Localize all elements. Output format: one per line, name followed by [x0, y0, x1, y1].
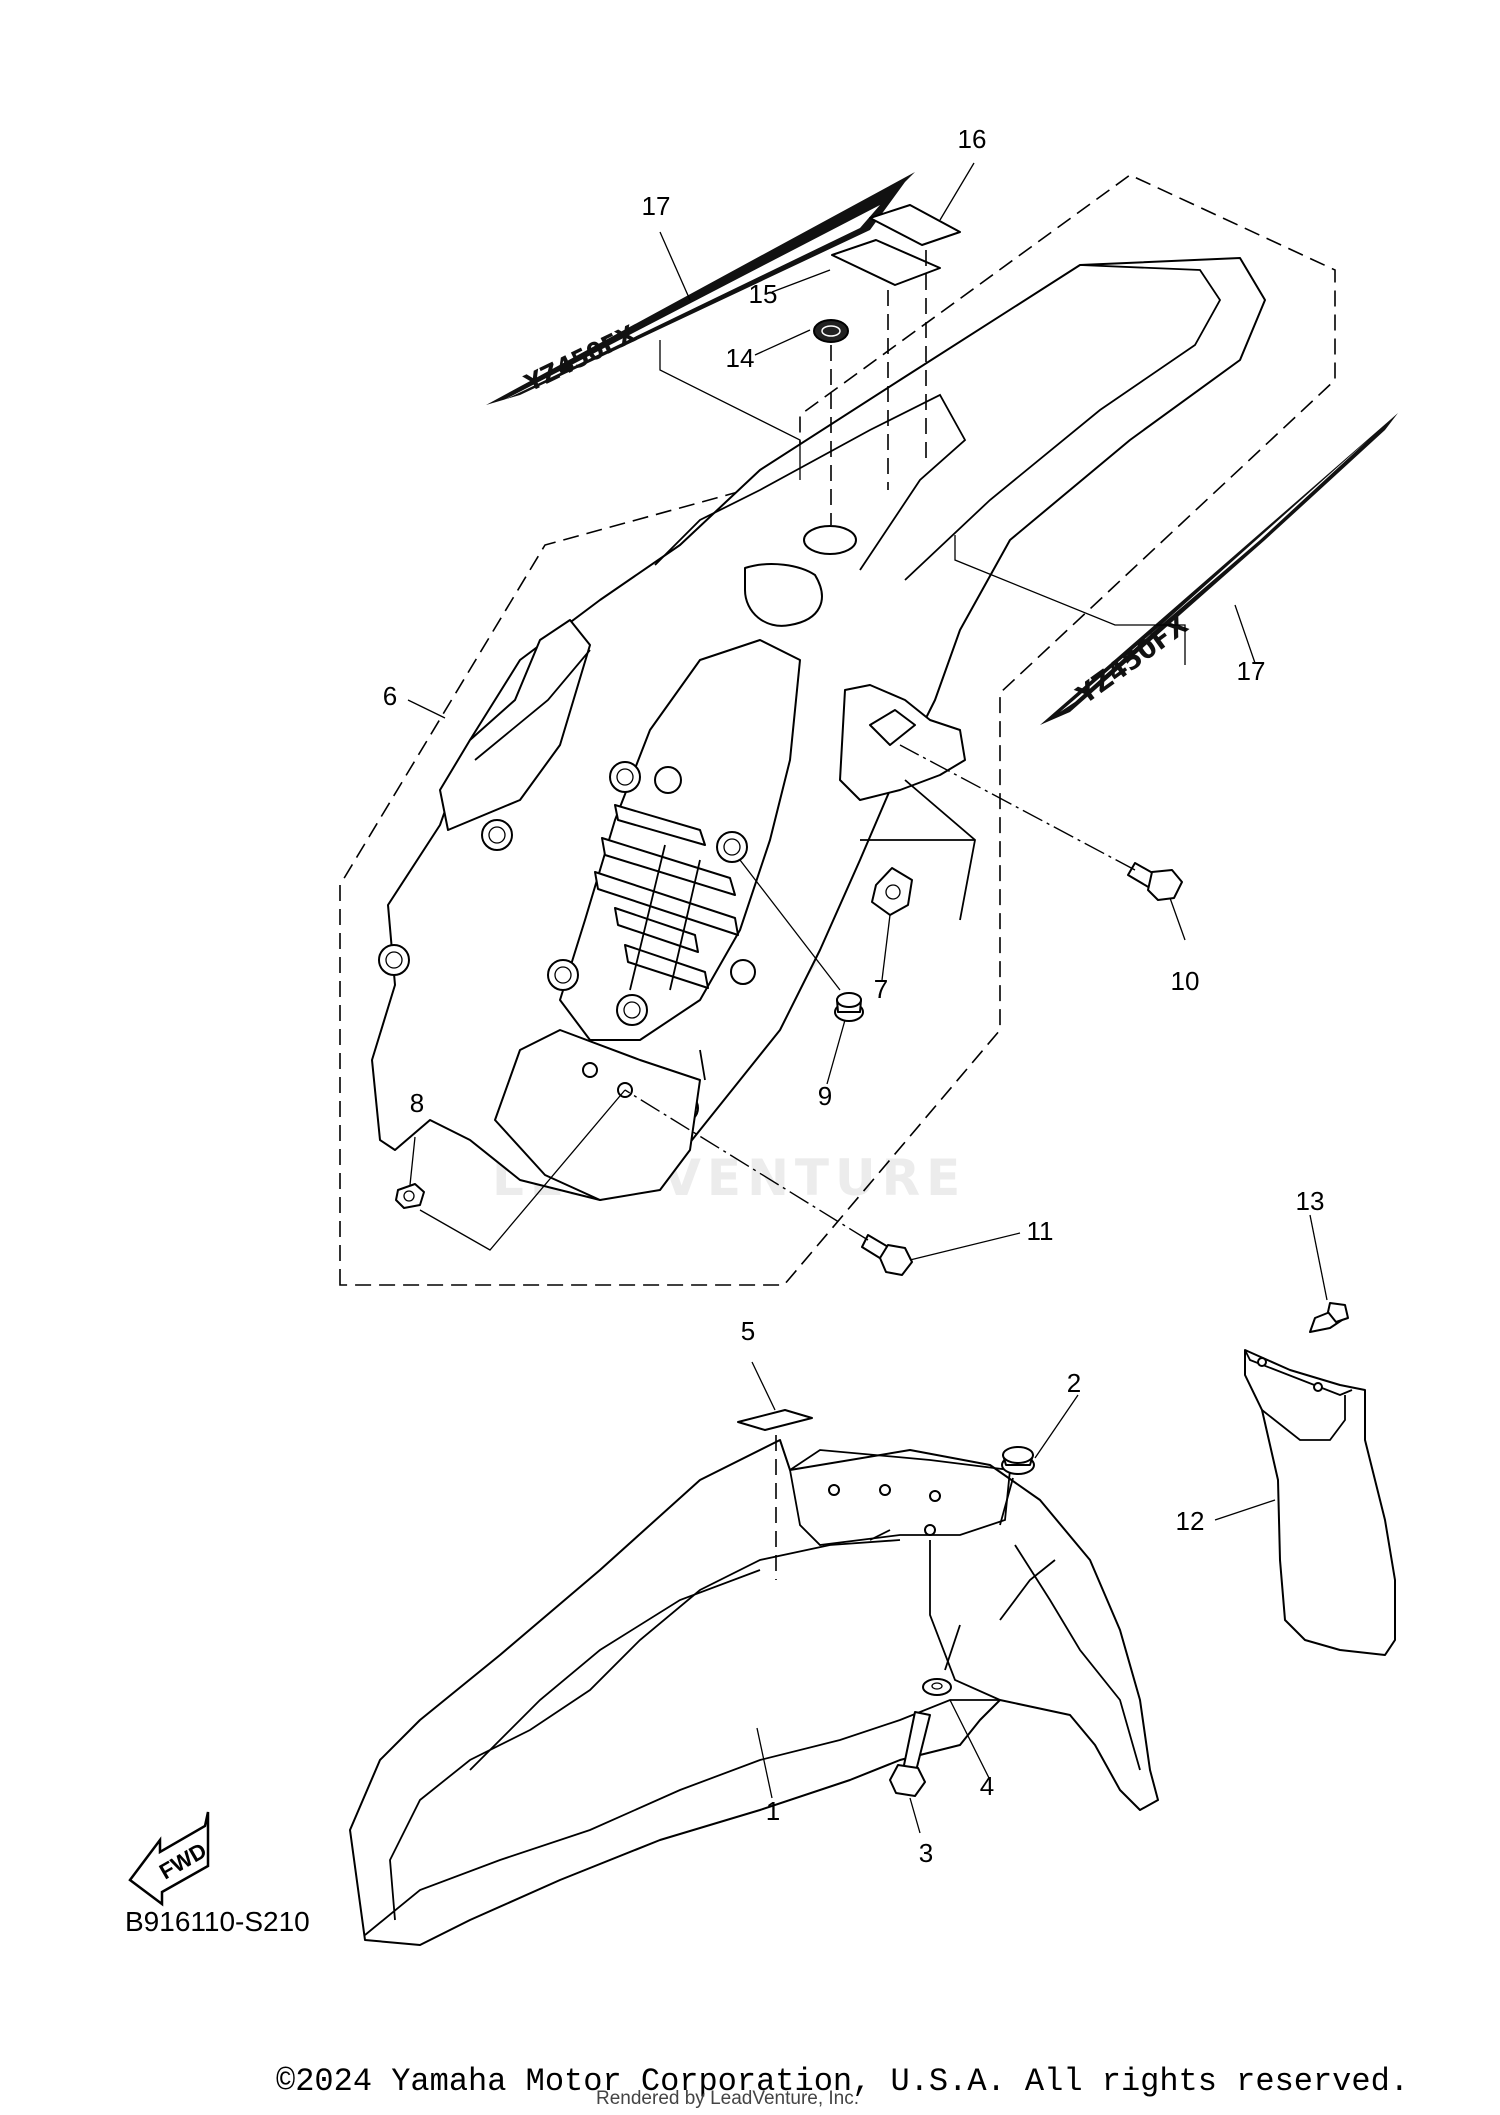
callout-1: 1	[766, 1796, 780, 1826]
emblem-14	[813, 319, 849, 343]
leader-17a-bracket	[659, 340, 801, 480]
callout-3: 3	[919, 1838, 933, 1868]
fwd-arrow-icon: FWD	[128, 1811, 211, 1907]
part-11-bolt	[861, 1234, 913, 1276]
front-fender	[349, 1439, 1159, 1946]
callout-4: 4	[980, 1771, 994, 1801]
rear-fender-group-outline	[339, 174, 1336, 1286]
part-10-bolt	[1127, 862, 1183, 901]
callout-9: 9	[818, 1081, 832, 1111]
callout-11: 11	[1027, 1216, 1054, 1246]
rear-fender	[371, 257, 1266, 1201]
part-4-washer	[922, 1678, 952, 1696]
callout-13: 13	[1296, 1186, 1325, 1216]
callout-labels: 16 17 15 14 17 6 10 7 9 8 11 13 5 2 12 1…	[383, 124, 1325, 1868]
rear-decal-17: YZ450FX	[486, 172, 915, 405]
decal-5	[737, 1409, 813, 1431]
decal-15	[831, 239, 941, 286]
callout-5: 5	[741, 1316, 755, 1346]
part-13-screw	[1309, 1302, 1349, 1333]
callout-10: 10	[1171, 966, 1200, 996]
callout-17-side: 17	[1237, 656, 1266, 686]
callout-8: 8	[410, 1088, 424, 1118]
leader-17b-bracket	[954, 535, 1186, 665]
part-2-washer	[1001, 1446, 1035, 1475]
callout-7: 7	[874, 974, 888, 1004]
callout-6: 6	[383, 681, 397, 711]
leader-8-vee	[419, 1089, 626, 1251]
rear-fender-vents	[594, 804, 739, 991]
rendered-by-notice: Rendered by LeadVenture, Inc.	[596, 2088, 860, 2109]
callout-16: 16	[958, 124, 987, 154]
leader-4-washer	[944, 1624, 961, 1671]
callout-17: 17	[642, 191, 671, 221]
callout-12: 12	[1176, 1506, 1205, 1536]
callout-2: 2	[1067, 1368, 1081, 1398]
part-7-nut	[871, 867, 913, 916]
decal-16	[869, 204, 961, 246]
centerline-10	[899, 744, 1136, 871]
centerline-9	[739, 859, 841, 991]
part-9-grommet	[834, 992, 864, 1022]
callout-15: 15	[749, 279, 778, 309]
part-12-mud-flap	[1244, 1349, 1396, 1656]
leader-14-15-16	[830, 250, 927, 525]
part-8-grommet	[395, 1183, 425, 1209]
rear-decal-text: YZ450FX	[519, 320, 640, 398]
callout-14: 14	[726, 343, 755, 373]
centerline-11	[624, 1089, 869, 1241]
part-3-bolt	[889, 1711, 931, 1797]
callout-leaders	[407, 162, 1328, 1834]
copyright-notice: ©2024 Yamaha Motor Corporation, U.S.A. A…	[276, 2063, 1409, 2100]
leader-2-washer	[999, 1477, 1014, 1526]
diagram-code: B916110-S210	[125, 1906, 310, 1937]
